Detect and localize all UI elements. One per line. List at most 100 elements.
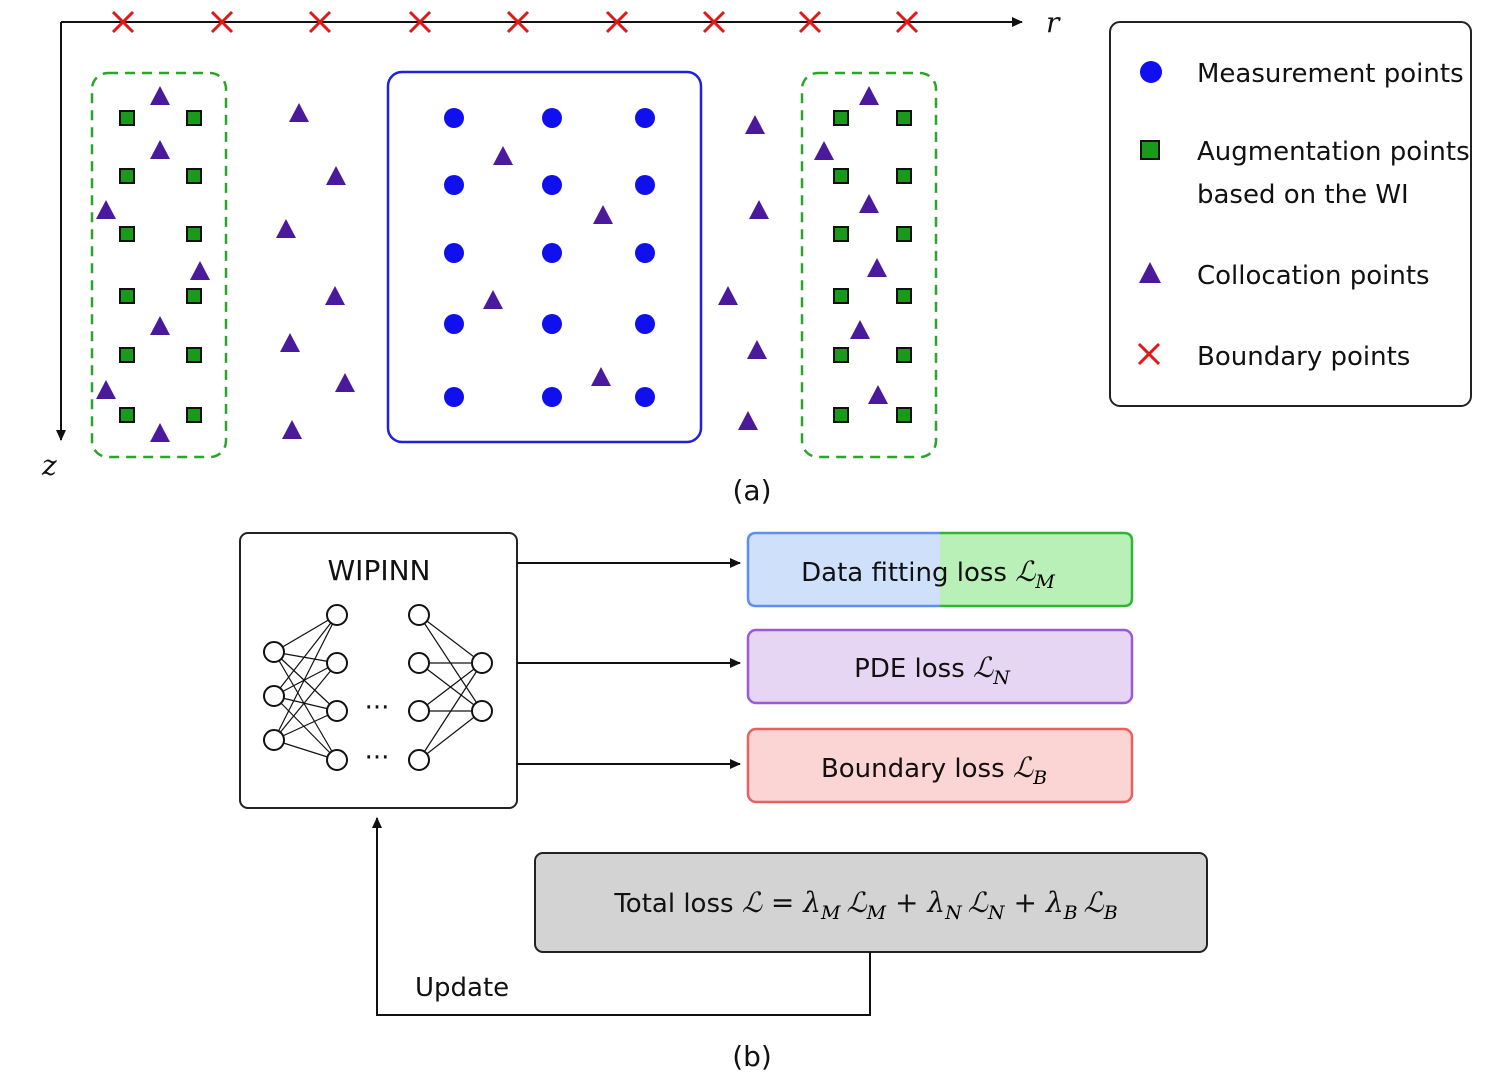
augmentation-point [833,347,849,363]
collocation-point [326,166,346,185]
augmentation-point [186,168,202,184]
boundary-loss-box: Boundary loss ℒB [746,727,1134,804]
legend-augmentation-label-1: Augmentation points [1197,137,1470,167]
network-node [471,700,493,722]
panel-a: r z Measurement points Augmentation poin… [41,6,1472,507]
collocation-point [282,420,302,439]
augmentation-point [186,407,202,423]
data-fitting-loss-label: Data fitting loss ℒM [801,555,1055,593]
boundary-point [408,10,432,34]
measurement-point [635,108,655,128]
augmentation-point [833,168,849,184]
caption-a: (a) [732,474,771,507]
collocation-point [335,373,355,392]
augmentation-point [186,110,202,126]
legend-augmentation-label-2: based on the WI [1197,180,1409,210]
network-edge [273,662,338,697]
measurement-point [542,314,562,334]
collocation-point [150,140,170,159]
network-node [326,652,348,674]
collocation-point [814,141,834,160]
collocation-point [749,200,769,219]
collocation-point [867,258,887,277]
boundary-point [605,10,629,34]
collocation-point [276,219,296,238]
network-node [408,652,430,674]
collocation-point [747,340,767,359]
legend-measurement-marker [1140,61,1162,83]
legend-boundary-label: Boundary points [1197,342,1410,372]
augmentation-point [833,226,849,242]
augmentation-point [896,168,912,184]
network-edge [273,710,338,741]
augmentation-point [119,288,135,304]
network-node [326,700,348,722]
network-ellipsis-bottom: ··· [365,743,390,773]
legend-box [1109,21,1472,407]
boundary-point [111,10,135,34]
network-node [471,652,493,674]
boundary-point [702,10,726,34]
network-nodes [263,604,493,771]
augmentation-point [833,407,849,423]
network-node [326,604,348,626]
collocation-point [745,115,765,134]
collocation-point [738,411,758,430]
collocation-point [150,423,170,442]
legend-augmentation-marker [1140,140,1160,160]
collocation-point [859,86,879,105]
augmentation-point [896,110,912,126]
network-edge [273,651,338,761]
network-edge [418,662,483,761]
measurement-points [444,108,655,407]
augmentation-point [119,226,135,242]
network-ellipsis-top: ··· [365,693,390,723]
pde-loss-label: PDE loss ℒN [854,651,1011,689]
collocation-point [150,316,170,335]
boundary-points [111,10,919,34]
boundary-point [506,10,530,34]
measurement-region [386,70,703,444]
boundary-loss-label: Boundary loss ℒB [821,751,1047,789]
collocation-point [289,103,309,122]
legend-measurement-label: Measurement points [1197,59,1464,89]
measurement-point [635,314,655,334]
network-node [408,749,430,771]
augmentation-point [896,226,912,242]
update-feedback-arrow [372,817,871,1016]
measurement-point [444,108,464,128]
augmentation-point [896,347,912,363]
data-fitting-loss-box: Data fitting loss ℒM [746,531,1134,608]
network-edge [273,739,338,761]
legend: Measurement points Augmentation points b… [1109,21,1472,407]
augmentation-point [833,110,849,126]
legend-boundary-marker [1137,342,1161,366]
wipinn-title: WIPINN [328,554,431,587]
collocation-point [493,146,513,165]
network-edge [273,662,338,741]
panel-b: WIPINN ··· ··· Data fitting loss ℒM PDE … [239,531,1208,1073]
network-node [263,641,285,663]
augmentation-point [833,288,849,304]
augmentation-point [119,110,135,126]
augmentation-point [896,407,912,423]
measurement-point [444,387,464,407]
collocation-point [850,320,870,339]
collocation-point [96,380,116,399]
measurement-point [444,314,464,334]
collocation-point [280,333,300,352]
measurement-point [444,175,464,195]
collocation-point [483,290,503,309]
r-axis-label: r [1046,6,1061,39]
legend-collocation-label: Collocation points [1197,261,1430,291]
right-augmentation-region [800,71,938,459]
collocation-point [868,385,888,404]
update-label: Update [415,973,509,1003]
z-axis-label: z [41,449,57,482]
left-augmentation-region [90,71,228,459]
measurement-point [542,108,562,128]
legend-collocation-marker [1139,262,1161,283]
collocation-point [325,286,345,305]
